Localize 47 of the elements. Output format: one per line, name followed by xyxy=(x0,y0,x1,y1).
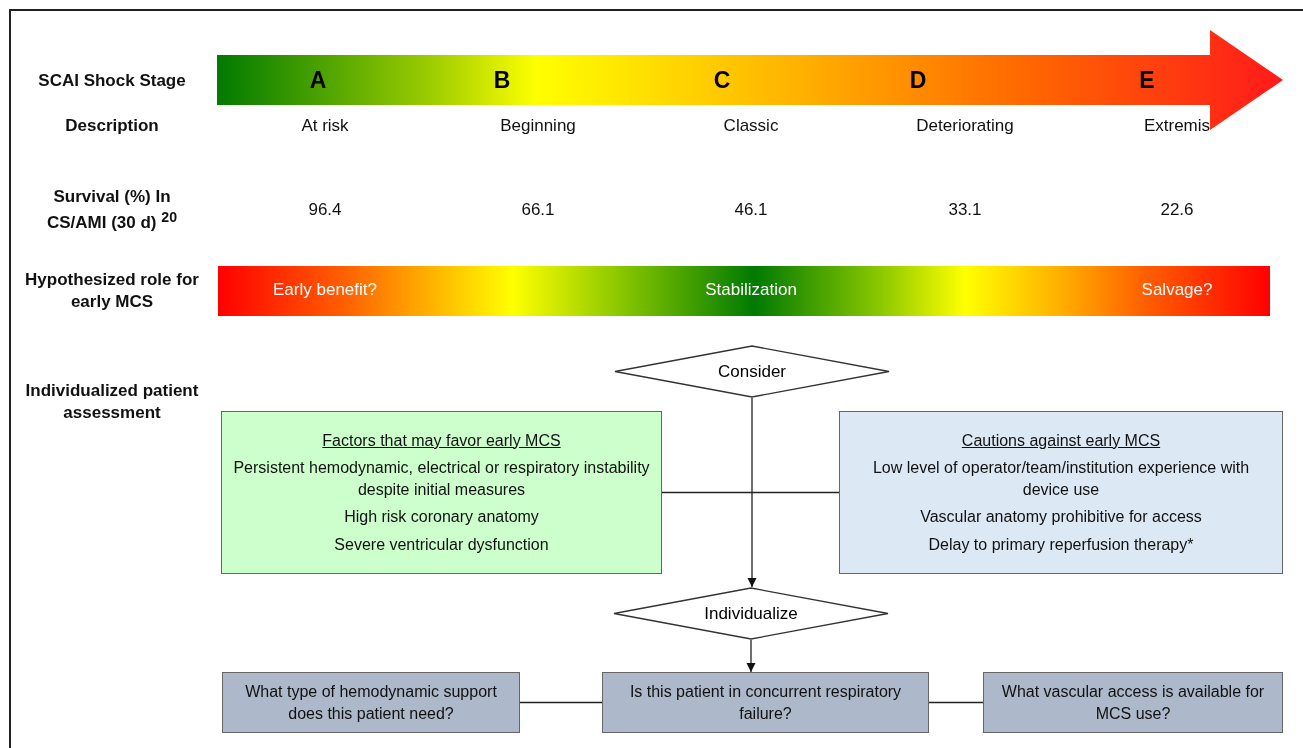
row-heading: Individualized patient assessment xyxy=(24,379,200,424)
arrow xyxy=(746,639,756,673)
box-text: Delay to primary reperfusion therapy* xyxy=(928,534,1194,555)
stage-letter: D xyxy=(909,67,927,94)
row-heading: Survival (%) In CS/AMI (30 d) $^{20}$ xyxy=(45,185,178,235)
box-text: What type of hemodynamic support does this patient need? xyxy=(244,681,498,724)
band-label: Stabilization xyxy=(705,280,797,300)
connector-line xyxy=(928,701,984,704)
box-text: Is this patient in concurrent respiratory failure? xyxy=(628,681,903,724)
stage-value: 22.6 xyxy=(1160,198,1194,221)
stage-value: Beginning xyxy=(500,114,576,137)
gradient-bar xyxy=(218,266,1270,316)
stage-letter: E xyxy=(1139,67,1155,94)
connector-line xyxy=(661,491,840,494)
decision-label: Individualize xyxy=(704,603,798,624)
band-label: Early benefit? xyxy=(273,280,377,300)
box-text: Severe ventricular dysfunction xyxy=(334,534,549,555)
stage-value: Classic xyxy=(723,114,779,137)
question-box xyxy=(983,672,1283,733)
row-heading: Hypothesized role for early MCS xyxy=(24,268,200,313)
factor-box xyxy=(839,411,1283,574)
stage-value: 33.1 xyxy=(948,198,982,221)
row-heading: Description xyxy=(65,114,159,137)
stage-value: 66.1 xyxy=(521,198,555,221)
stage-letter: B xyxy=(493,67,511,94)
box-text: High risk coronary anatomy xyxy=(344,507,539,528)
stage-value: At risk xyxy=(301,114,349,137)
factor-box xyxy=(221,411,662,574)
stage-value: Deteriorating xyxy=(916,114,1014,137)
stage-value: Extremis xyxy=(1143,114,1211,137)
stage-value: 46.1 xyxy=(734,198,768,221)
stage-letter: A xyxy=(309,67,327,94)
box-text: Low level of operator/team/institution experience with device use xyxy=(871,458,1251,500)
band-label: Salvage? xyxy=(1141,280,1213,300)
box-text: Vascular anatomy prohibitive for access xyxy=(920,507,1202,528)
stage-value: 96.4 xyxy=(308,198,342,221)
question-box xyxy=(602,672,929,733)
row-heading: SCAI Shock Stage xyxy=(38,69,186,92)
box-text: What vascular access is available for MCS use? xyxy=(1000,681,1266,724)
arrow xyxy=(747,397,757,588)
connector-line xyxy=(519,701,603,704)
box-heading: Factors that may favor early MCS xyxy=(322,430,561,451)
box-text: Persistent hemodynamic, electrical or respiratory instability despite initial measures xyxy=(232,458,651,500)
stage-letter: C xyxy=(713,67,731,94)
box-heading: Cautions against early MCS xyxy=(961,430,1161,451)
decision-label: Consider xyxy=(718,361,786,382)
question-box xyxy=(222,672,520,733)
